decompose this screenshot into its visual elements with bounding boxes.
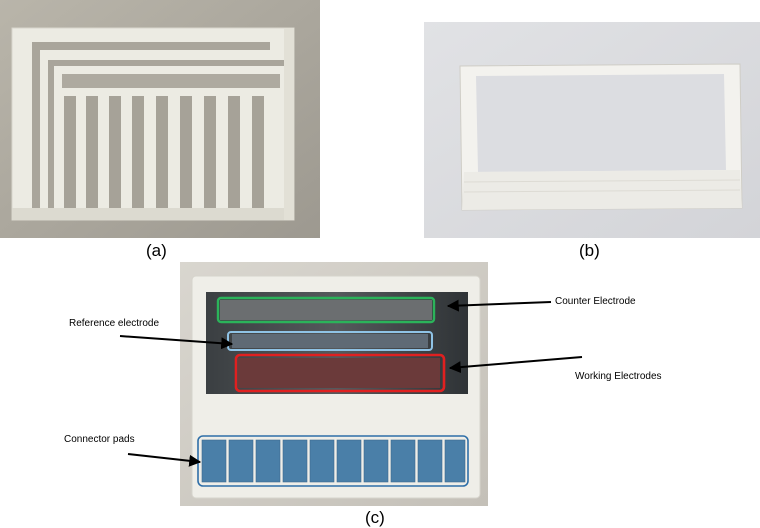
photo-b-frame [424, 22, 760, 238]
working-electrodes-label: Working Electrodes [575, 371, 662, 382]
connector-arrow [127, 453, 202, 467]
counter-electrode-label: Counter Electrode [555, 296, 636, 307]
working-electrodes-box [234, 353, 446, 393]
panel-c-label: (c) [365, 508, 385, 527]
counter-electrode-box [216, 296, 436, 324]
panel-b-label: (b) [579, 241, 600, 260]
connector-pads-label: Connector pads [64, 434, 135, 445]
photo-c-sensor [180, 262, 488, 506]
reference-arrow [119, 335, 234, 350]
counter-arrow [446, 299, 552, 312]
working-arrow [448, 356, 583, 374]
photo-a-stencil [0, 0, 320, 238]
reference-electrode-label: Reference electrode [69, 318, 160, 329]
panel-a-label: (a) [146, 241, 167, 260]
